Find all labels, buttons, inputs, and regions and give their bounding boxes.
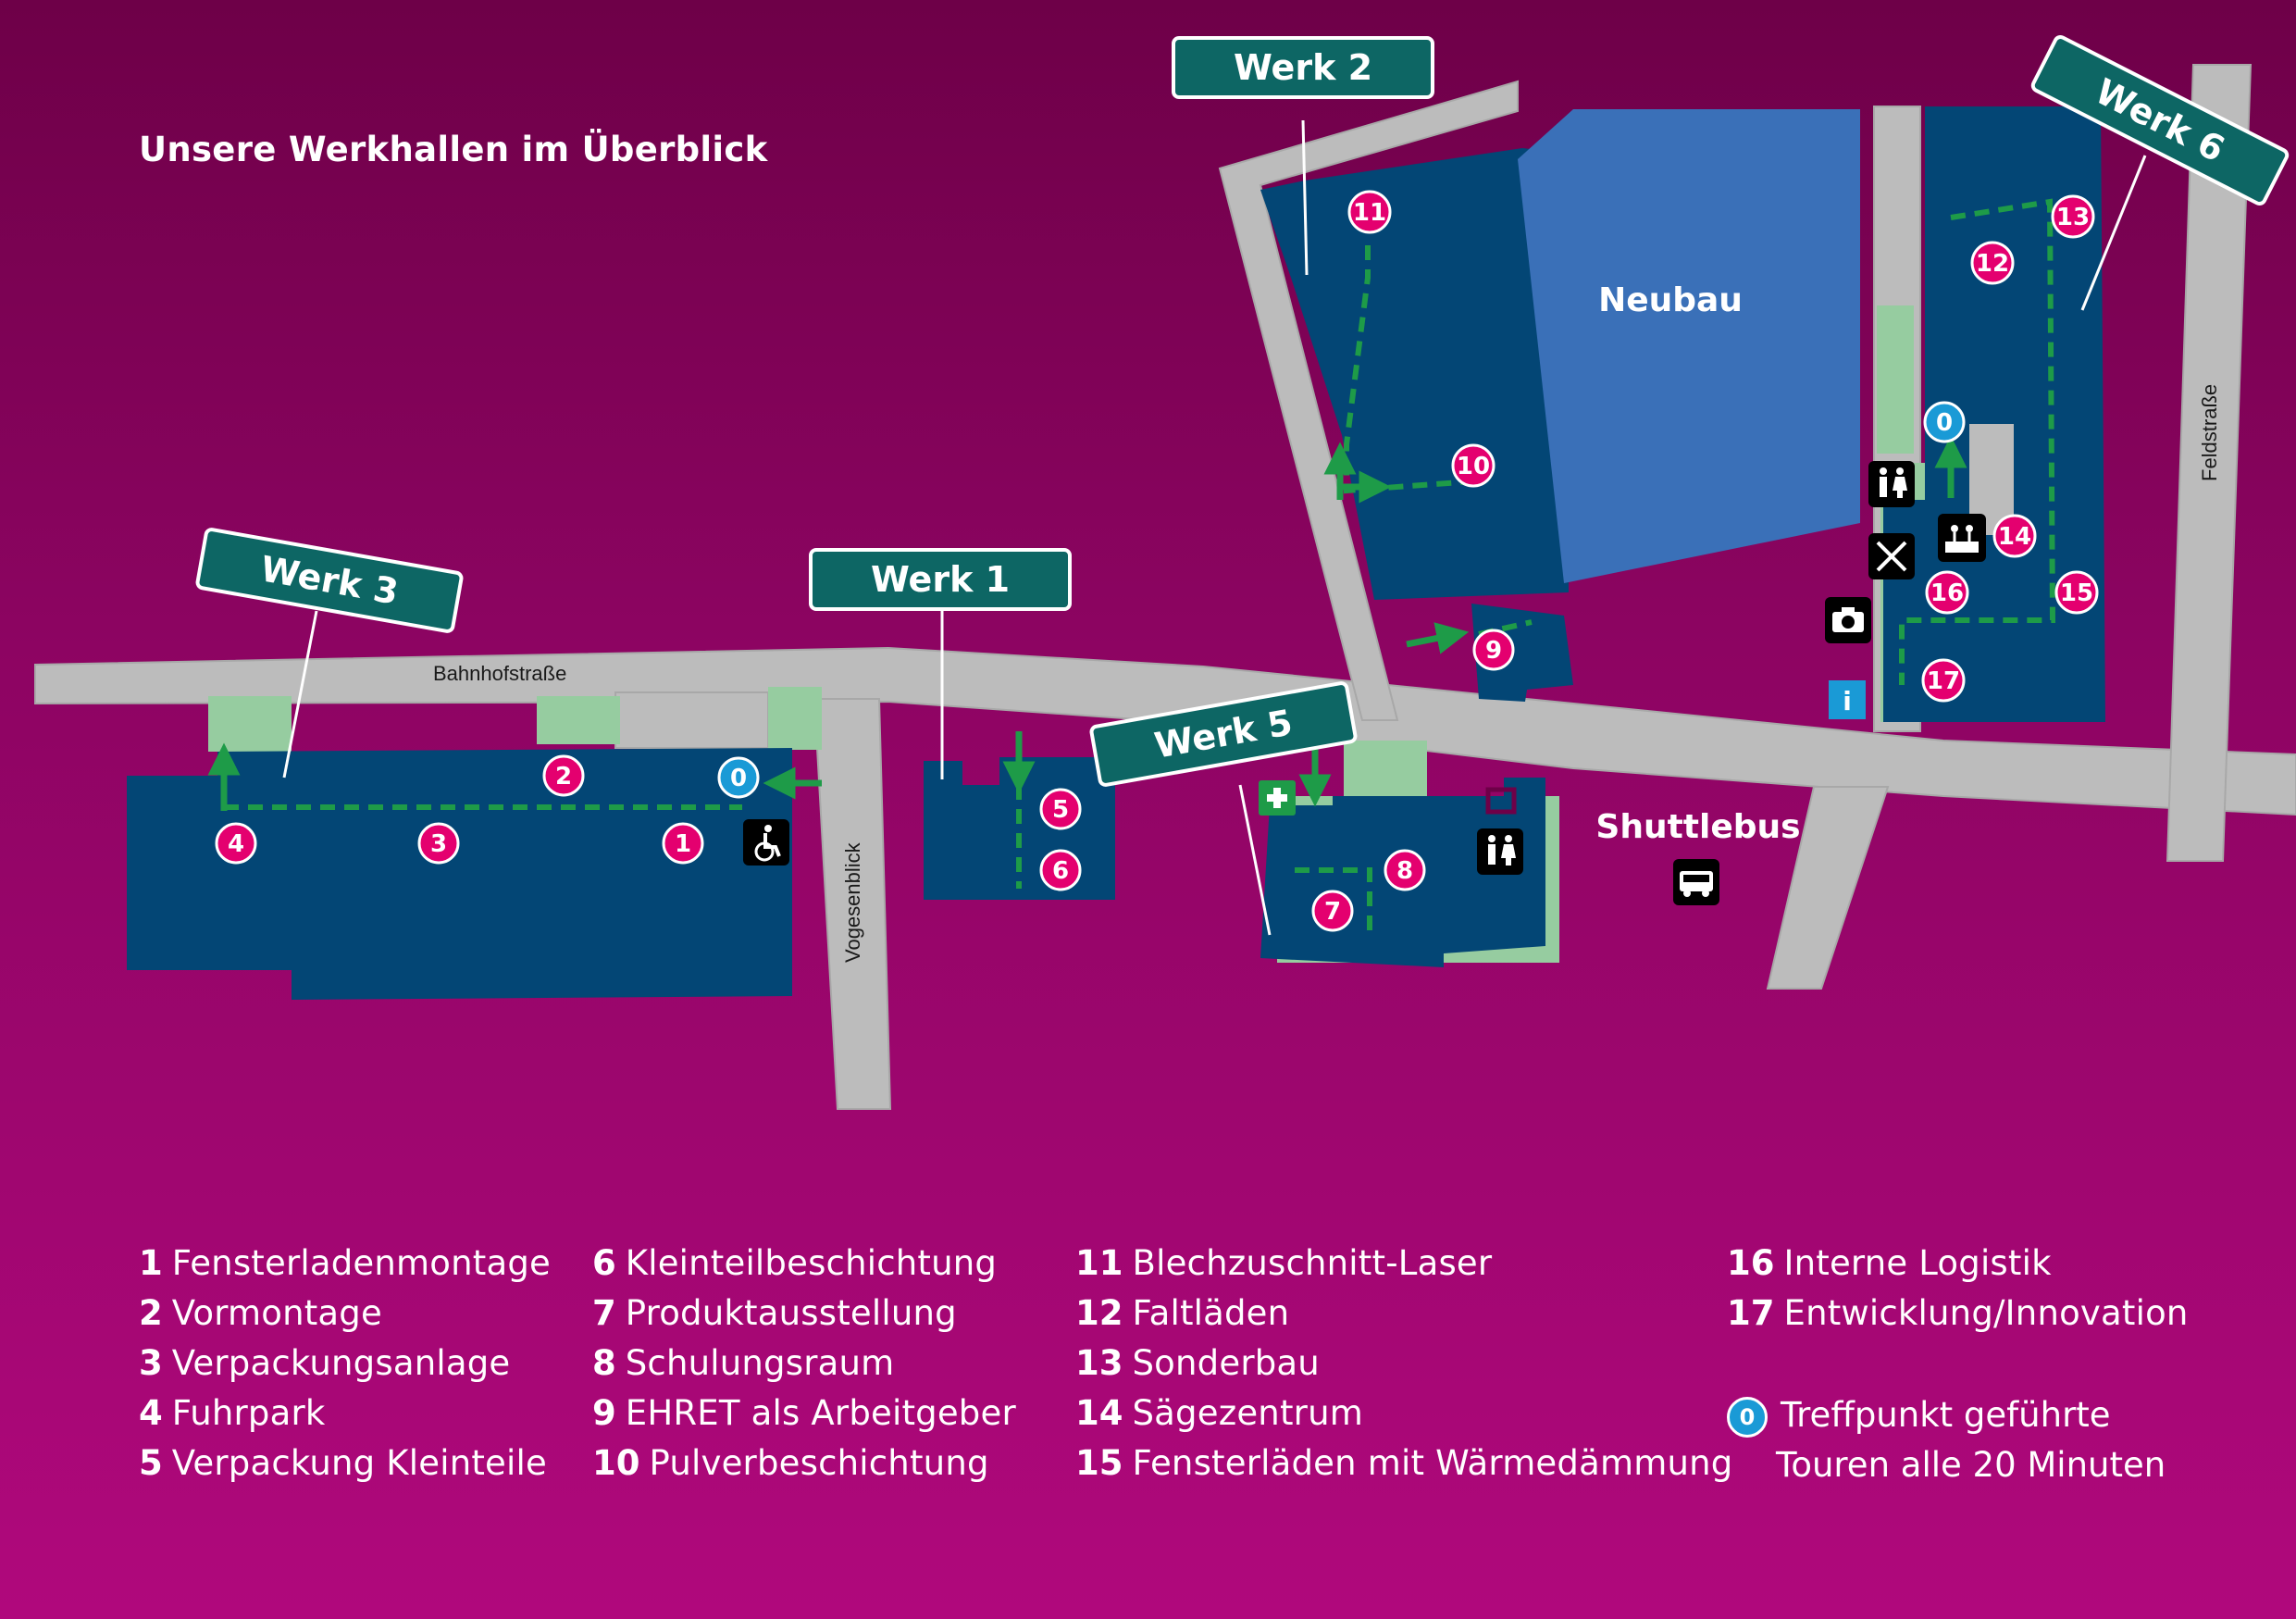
shuttle-road <box>1766 786 1890 990</box>
svg-text:1: 1 <box>675 830 691 858</box>
small-square-marker <box>1485 787 1517 815</box>
marker-9[interactable]: 9 <box>1472 629 1515 671</box>
svg-text:9: 9 <box>1485 637 1502 665</box>
neubau-label: Neubau <box>1598 281 1743 319</box>
marker-13[interactable]: 13 <box>2051 194 2095 239</box>
marker-5[interactable]: 5 <box>1039 788 1082 830</box>
svg-text:16: 16 <box>1930 579 1964 607</box>
shuttlebus-label: Shuttlebus <box>1595 808 1800 846</box>
street-vogesenblick: Vogesenblick <box>841 841 864 963</box>
svg-text:8: 8 <box>1396 857 1413 885</box>
werk1-lot <box>614 691 769 749</box>
wheelchair-icon[interactable] <box>743 819 789 866</box>
svg-text:10: 10 <box>1457 453 1490 480</box>
street-feldstrasse: Feldstraße <box>2198 384 2221 481</box>
bahnhofstrasse-road <box>34 646 2296 816</box>
svg-text:2: 2 <box>555 763 572 791</box>
sign-werk1-label: Werk 1 <box>871 559 1010 600</box>
marker-8[interactable]: 8 <box>1384 849 1426 891</box>
marker-17[interactable]: 17 <box>1921 658 1966 703</box>
info-icon[interactable]: i <box>1829 680 1866 719</box>
first-aid-icon[interactable] <box>1259 780 1296 816</box>
marker-16[interactable]: 16 <box>1925 570 1969 615</box>
sign-werk1[interactable]: Werk 1 <box>809 548 1072 611</box>
annex-hall <box>1471 604 1573 702</box>
svg-text:6: 6 <box>1052 857 1069 885</box>
svg-text:7: 7 <box>1324 898 1341 926</box>
sign-werk2-label: Werk 2 <box>1234 47 1372 88</box>
bus-icon[interactable] <box>1673 859 1719 905</box>
toilet-icon[interactable] <box>1477 828 1523 875</box>
svg-text:i: i <box>1843 686 1852 716</box>
sign-werk5[interactable]: Werk 5 <box>1089 681 1358 787</box>
werk3-hall <box>127 748 792 1000</box>
marker-2[interactable]: 2 <box>542 754 585 797</box>
svg-text:0: 0 <box>730 765 747 792</box>
toilet-icon[interactable] <box>1868 461 1915 507</box>
marker-3[interactable]: 3 <box>417 822 460 865</box>
feldstrasse-road <box>2166 64 2253 862</box>
svg-text:13: 13 <box>2056 204 2090 231</box>
svg-text:4: 4 <box>228 830 244 858</box>
svg-text:14: 14 <box>1998 523 2031 551</box>
kids-area-icon[interactable] <box>1938 514 1986 562</box>
sign-werk3[interactable]: Werk 3 <box>195 528 464 633</box>
werk1-hall <box>924 757 1115 900</box>
marker-15[interactable]: 15 <box>2054 570 2099 615</box>
street-bahnhofstrasse: Bahnhofstraße <box>433 662 566 685</box>
marker-4[interactable]: 4 <box>215 822 257 865</box>
svg-text:15: 15 <box>2060 579 2093 607</box>
svg-text:11: 11 <box>1353 199 1386 227</box>
marker-6[interactable]: 6 <box>1039 849 1082 891</box>
vogesenblick-road <box>813 698 892 1110</box>
marker-14[interactable]: 14 <box>1992 514 2037 558</box>
meeting-point-marker-werk3[interactable]: 0 <box>717 756 760 799</box>
neubau-hall <box>1518 109 1860 583</box>
marker-1[interactable]: 1 <box>662 822 704 865</box>
streets <box>34 64 2296 1110</box>
svg-text:3: 3 <box>430 830 447 858</box>
map-title: Unsere Werkhallen im Überblick <box>139 130 768 169</box>
marker-12[interactable]: 12 <box>1970 241 2015 285</box>
marker-10[interactable]: 10 <box>1451 443 1496 488</box>
marker-11[interactable]: 11 <box>1347 190 1392 234</box>
meeting-point-marker-werk6[interactable]: 0 <box>1923 401 1966 443</box>
svg-text:12: 12 <box>1976 250 2009 278</box>
werk2-hall <box>1260 148 1569 600</box>
sign-leaders <box>282 119 2147 936</box>
svg-text:5: 5 <box>1052 796 1069 824</box>
station-markers: 1 2 3 4 5 6 7 8 9 10 11 12 13 14 15 16 1… <box>215 190 2099 932</box>
svg-text:0: 0 <box>1936 409 1953 437</box>
svg-text:17: 17 <box>1927 667 1960 695</box>
sign-werk2[interactable]: Werk 2 <box>1172 36 1434 99</box>
werk2-access-road <box>1218 80 1519 721</box>
marker-7[interactable]: 7 <box>1311 890 1354 932</box>
camera-icon[interactable] <box>1825 597 1871 643</box>
cutlery-icon[interactable] <box>1868 533 1915 579</box>
